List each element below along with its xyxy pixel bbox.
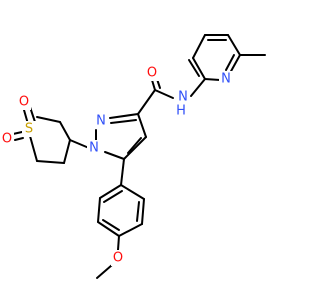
atom-n-pyridine: N xyxy=(219,71,233,87)
atom-label: O xyxy=(2,132,12,147)
molecule-canvas: O N H N N N S O O xyxy=(0,34,266,279)
bond xyxy=(103,190,123,203)
bond xyxy=(12,131,23,135)
atom-layer: O N H N N N S O O xyxy=(0,65,233,266)
bond xyxy=(104,151,125,160)
bond xyxy=(97,221,120,237)
atom-o-methoxy: O xyxy=(111,250,125,266)
bond xyxy=(110,119,137,124)
atom-label: O xyxy=(19,95,29,110)
bond xyxy=(192,57,206,80)
bond xyxy=(109,113,139,119)
molecule-structure: O N H N N N S O O xyxy=(0,34,266,279)
bond xyxy=(137,113,147,138)
atom-label: O xyxy=(113,251,123,266)
bond xyxy=(120,184,145,200)
bond xyxy=(36,160,65,164)
atom-n1-pyrazole: N xyxy=(87,140,101,156)
atom-label: N xyxy=(89,141,99,156)
atom-label: S xyxy=(25,122,33,137)
bond xyxy=(63,139,71,164)
atom-n-amide: N H xyxy=(176,89,190,119)
bond xyxy=(123,136,147,160)
atom-o-sulfonyl-left: O xyxy=(0,131,14,147)
bond xyxy=(154,89,174,99)
bond xyxy=(96,264,113,279)
bond xyxy=(188,59,200,77)
bond xyxy=(97,197,101,223)
bond xyxy=(117,235,120,251)
bond xyxy=(118,223,143,237)
atom-label-h: H xyxy=(176,104,186,119)
bond xyxy=(204,78,221,81)
bond xyxy=(36,116,61,123)
bond xyxy=(141,198,145,225)
atom-label: N xyxy=(96,114,106,129)
bond xyxy=(120,158,125,186)
bond xyxy=(69,139,90,149)
bond xyxy=(227,34,241,56)
bond xyxy=(29,135,38,162)
bond xyxy=(229,54,241,74)
bond xyxy=(192,34,206,59)
bond xyxy=(127,137,142,154)
atom-label: O xyxy=(147,66,157,81)
atom-s-sulfolane: S xyxy=(22,121,36,137)
bond xyxy=(99,184,122,199)
atom-o-amide: O xyxy=(145,65,159,81)
atom-label: N xyxy=(178,90,188,105)
atom-o-sulfonyl-top: O xyxy=(17,94,31,110)
bond xyxy=(137,89,156,115)
bond xyxy=(136,201,140,222)
bond xyxy=(225,54,235,71)
atom-n2-pyrazole: N xyxy=(94,113,108,129)
bond xyxy=(14,137,24,141)
bond xyxy=(59,121,71,141)
bond xyxy=(151,79,156,91)
bond xyxy=(102,219,120,231)
atom-label: N xyxy=(221,72,231,87)
bond xyxy=(190,78,206,97)
